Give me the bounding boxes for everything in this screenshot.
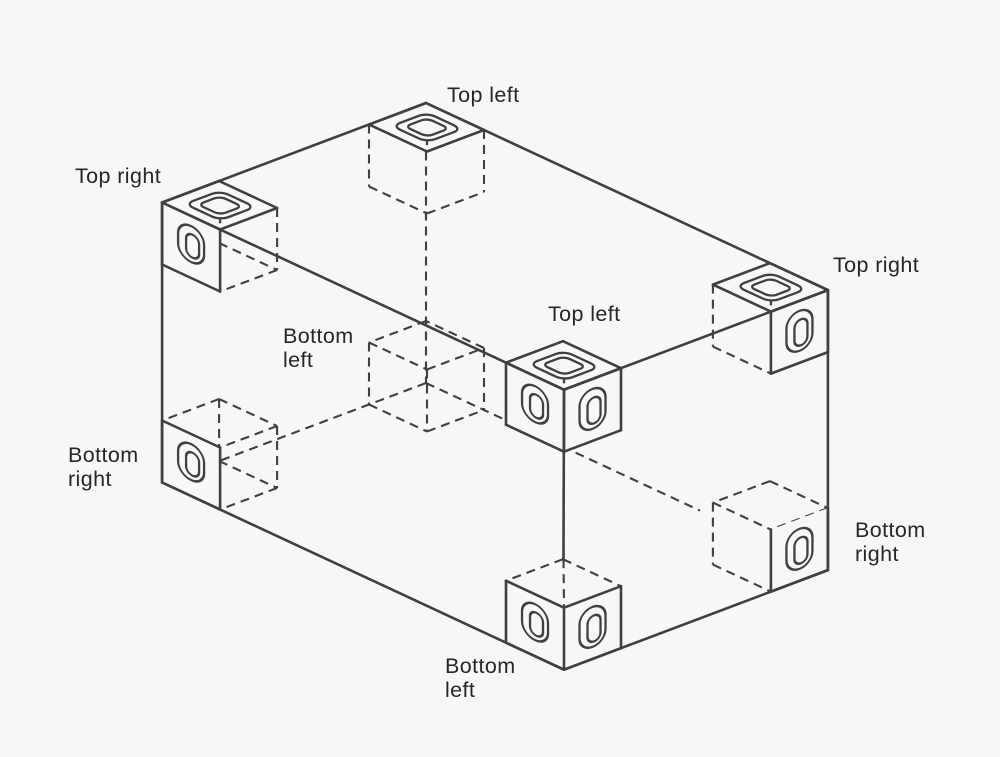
top-hole bbox=[526, 351, 603, 383]
label-bottom-left-casting-line1: Bottom bbox=[68, 443, 139, 467]
wireframe-layer bbox=[160, 101, 830, 672]
oval-hole-right bbox=[578, 604, 607, 650]
label-bottom-back-casting-line2: left bbox=[283, 348, 313, 372]
label-top-left-casting: Top right bbox=[75, 164, 161, 188]
label-bottom-right-casting-line1: Bottom bbox=[855, 518, 926, 542]
top-hole bbox=[182, 191, 259, 223]
corner-labels: Top left Top right Top left Top right Bo… bbox=[68, 83, 926, 702]
oval-hole-right bbox=[578, 386, 607, 432]
oval-hole-front bbox=[176, 223, 206, 265]
corner-casting-top-right bbox=[711, 261, 830, 375]
corner-casting-top-left bbox=[160, 179, 279, 293]
corner-casting-top-front bbox=[504, 339, 623, 454]
oval-hole-front bbox=[520, 383, 550, 425]
container-visible-edges bbox=[160, 101, 830, 672]
top-hole bbox=[732, 273, 809, 305]
label-bottom-front-casting-line2: left bbox=[445, 678, 475, 702]
label-bottom-back-casting-line1: Bottom bbox=[283, 324, 354, 348]
corner-casting-bottom-left bbox=[160, 398, 279, 511]
label-bottom-left-casting-line2: right bbox=[68, 467, 112, 491]
oval-hole-right bbox=[785, 308, 814, 353]
label-top-back-casting: Top left bbox=[447, 83, 520, 107]
oval-hole-front bbox=[520, 601, 550, 643]
oval-hole-front bbox=[176, 441, 206, 483]
label-bottom-front-casting-line1: Bottom bbox=[445, 654, 516, 678]
label-top-right-casting: Top right bbox=[833, 253, 919, 277]
corner-casting-bottom-back bbox=[367, 320, 486, 433]
label-top-front-casting: Top left bbox=[548, 302, 621, 326]
corner-casting-bottom-front bbox=[504, 558, 623, 672]
oval-hole-right bbox=[785, 526, 814, 571]
label-bottom-right-casting-line2: right bbox=[855, 542, 899, 566]
corner-casting-bottom-right bbox=[711, 480, 830, 593]
top-hole bbox=[389, 113, 466, 145]
